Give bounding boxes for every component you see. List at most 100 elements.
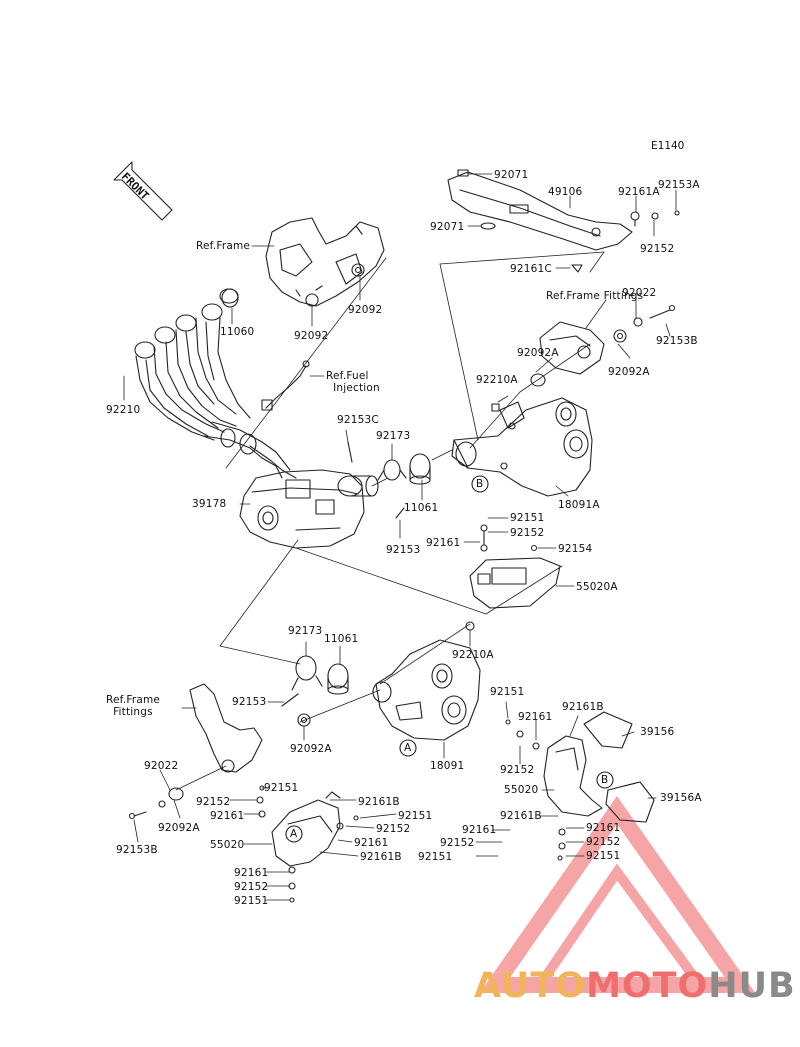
marker-letter: A [290, 828, 298, 840]
marker-b-lower [596, 771, 614, 789]
bolt-92153 [395, 507, 405, 519]
part-label: 39156A [660, 792, 702, 804]
o2-sensor [261, 360, 310, 411]
part-label: 92161 [210, 810, 245, 822]
part-label: 92161 [426, 537, 461, 549]
part-label: 92152 [586, 836, 621, 848]
gasket-11061-upper [409, 453, 431, 485]
joint-pipe [337, 475, 379, 497]
part-label: 92022 [144, 760, 179, 772]
part-label: 92092 [348, 304, 383, 316]
part-label: 92153C [337, 414, 379, 426]
gasket-11061-lower [327, 663, 349, 695]
marker-b-upper [471, 475, 489, 493]
part-label: 39178 [192, 498, 227, 510]
frame-fitting-upper [491, 304, 676, 412]
part-label: 92152 [510, 527, 545, 539]
part-label: 92161A [618, 186, 660, 198]
part-label: 39156 [640, 726, 675, 738]
part-label: 92092A [290, 743, 332, 755]
part-label: 11061 [324, 633, 359, 645]
gasket-11060 [221, 288, 239, 308]
part-label: 92161C [510, 263, 552, 275]
watermark-logo: AUTOMOTOHUB [474, 966, 796, 1006]
part-label: 92153 [232, 696, 267, 708]
heat-shield-39156a [605, 781, 655, 823]
part-label: 92210A [476, 374, 518, 386]
part-label: 92151 [418, 851, 453, 863]
part-label: 92161 [462, 824, 497, 836]
part-label: 92153B [116, 844, 158, 856]
part-label: 92161B [562, 701, 604, 713]
heat-shield-39156 [583, 711, 633, 749]
part-label: 92153A [658, 179, 700, 191]
part-label: 92092A [608, 366, 650, 378]
part-label: 92071 [430, 221, 465, 233]
hardware-top-right [630, 210, 680, 227]
clamp-92173-upper [377, 459, 407, 481]
part-label: 92151 [586, 850, 621, 862]
part-label: 18091A [558, 499, 600, 511]
part-label: 18091 [430, 760, 465, 772]
part-label: 11061 [404, 502, 439, 514]
part-label: 92152 [640, 243, 675, 255]
part-label: 92161B [500, 810, 542, 822]
frame-fitting-lower [128, 683, 311, 820]
muffler-18091a [451, 397, 593, 497]
part-label: 92151 [398, 810, 433, 822]
part-label: Ref.Frame [196, 240, 251, 252]
part-label: 92071 [494, 169, 529, 181]
part-label: 92151 [490, 686, 525, 698]
marker-letter: B [476, 478, 484, 490]
clamp-92173-lower [291, 655, 323, 691]
part-label: 55020A [576, 581, 618, 593]
part-label: 92151 [510, 512, 545, 524]
marker-a-lower [285, 825, 303, 843]
bolt-92153c [347, 441, 353, 463]
part-label: 92022 [622, 287, 657, 299]
part-label: 92152 [500, 764, 535, 776]
part-label: 92152 [440, 837, 475, 849]
bolt-92153-lower [281, 693, 299, 707]
part-label: 92161 [354, 837, 389, 849]
part-label: 92092A [158, 822, 200, 834]
part-label: 11060 [220, 326, 255, 338]
heat-guard-49106 [447, 169, 633, 273]
muffler-18091 [372, 621, 481, 741]
guide-lines [175, 251, 605, 791]
part-label: 92210A [452, 649, 494, 661]
part-label: 92152 [196, 796, 231, 808]
part-label: 92161 [586, 822, 621, 834]
watermark-part3: HUB [708, 966, 796, 1006]
part-label: 92152 [376, 823, 411, 835]
header-pipes [134, 288, 297, 479]
part-label: 92092 [294, 330, 329, 342]
cover-55020-right [505, 711, 655, 861]
part-label: 92092A [517, 347, 559, 359]
diagram-code: E1140 [651, 140, 685, 152]
part-label: 92173 [376, 430, 411, 442]
marker-letter: B [601, 774, 609, 786]
marker-letter: A [404, 742, 412, 754]
part-label: 92161B [360, 851, 402, 863]
watermark-part1: AUTO [474, 966, 587, 1006]
part-label: 92152 [234, 881, 269, 893]
watermark-triangle [479, 796, 756, 993]
part-label: Ref.Frame Fittings [106, 694, 161, 718]
part-label: 92151 [264, 782, 299, 794]
part-label: 92154 [558, 543, 593, 555]
part-label: Ref.Frame Fittings [546, 290, 644, 302]
part-label: Ref.Fuel Injection [326, 370, 380, 394]
part-label: 92173 [288, 625, 323, 637]
part-label: 92153 [386, 544, 421, 556]
leader-lines [123, 173, 677, 901]
frame-bracket [265, 217, 385, 307]
part-label: 92161 [234, 867, 269, 879]
part-label: 92153B [656, 335, 698, 347]
cover-55020a [469, 524, 561, 609]
part-label: 55020 [504, 784, 539, 796]
part-label: 49106 [548, 186, 583, 198]
part-label: 92161 [518, 711, 553, 723]
